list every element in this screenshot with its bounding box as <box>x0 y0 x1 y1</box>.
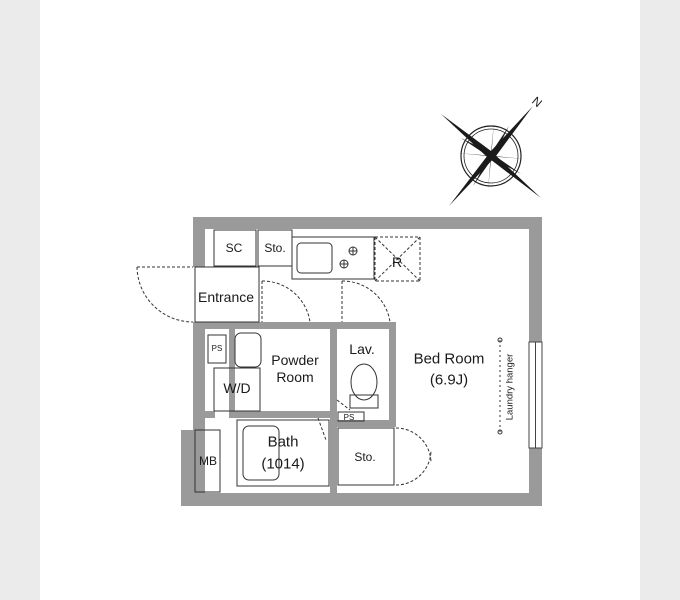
door-swings <box>136 266 432 486</box>
interior-walls <box>205 322 396 493</box>
room-label-ps-left: PS <box>211 344 223 353</box>
room-label-wd: W/D <box>223 380 251 396</box>
room-label-bath-2: (1014) <box>261 455 305 473</box>
room-label-storage-bottom: Sto. <box>354 450 376 464</box>
room-label-bed-room-1: Bed Room <box>413 350 485 368</box>
laundry-hanger-label: Laundry hanger <box>504 353 516 421</box>
room-label-mb: MB <box>199 454 217 468</box>
room-label-ps-small: PS <box>343 413 355 422</box>
room-label-powder-room-2: Room <box>276 369 314 385</box>
room-label-refrigerator: R <box>391 254 403 270</box>
exterior-walls <box>181 217 542 506</box>
room-label-entrance: Entrance <box>197 289 255 305</box>
compass-rose-icon <box>441 106 541 206</box>
fixture-lines <box>194 229 503 493</box>
room-label-bed-room-2: (6.9J) <box>429 371 469 389</box>
room-label-powder-room-1: Powder <box>271 352 319 368</box>
room-label-bath-1: Bath <box>267 433 299 451</box>
room-label-lavatory: Lav. <box>349 341 375 357</box>
room-label-storage-top: Sto. <box>264 241 286 255</box>
stove-burners <box>339 246 358 269</box>
window <box>528 341 543 449</box>
room-label-sc: SC <box>225 241 243 255</box>
